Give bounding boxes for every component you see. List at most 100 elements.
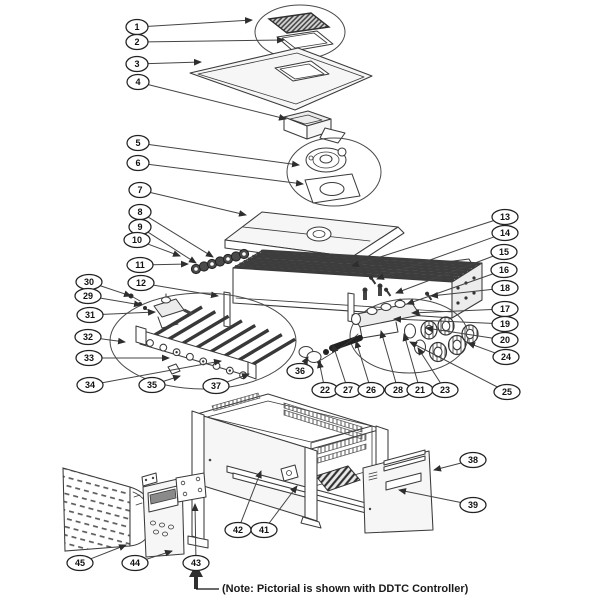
callout-number-20: 20 [500, 335, 510, 345]
leader-line-42 [240, 470, 262, 523]
note-callout: (Note: Pictorial is shown with DDTC Cont… [189, 564, 469, 595]
callout-number-23: 23 [440, 385, 450, 395]
callout-number-41: 41 [259, 525, 269, 535]
callout-number-26: 26 [366, 385, 376, 395]
vent-collar [283, 110, 346, 144]
note-prefix: (Note: [222, 583, 254, 595]
callout-number-14: 14 [500, 228, 510, 238]
callout-number-24: 24 [501, 352, 511, 362]
lid-opening [274, 60, 330, 82]
leader-line-11 [152, 260, 189, 268]
callout-11: 11 [126, 256, 154, 274]
callout-number-30: 30 [84, 277, 94, 287]
callout-number-9: 9 [137, 222, 142, 232]
leader-line-12 [153, 284, 219, 299]
interior-bracket [280, 464, 299, 482]
callout-13: 13 [491, 208, 519, 226]
leader-line-27 [331, 344, 347, 383]
leader-line-10 [147, 243, 181, 257]
callout-27: 27 [334, 381, 362, 399]
leader-line-32 [100, 337, 126, 345]
callout-32: 32 [74, 328, 102, 346]
leader-line-3 [147, 58, 202, 66]
corner-post-front [304, 446, 318, 522]
grille-frame [276, 30, 334, 52]
callout-number-43: 43 [191, 558, 201, 568]
callout-18: 18 [491, 279, 519, 297]
controller-door [141, 472, 185, 558]
grille-insert [267, 12, 331, 34]
leader-line-13 [351, 220, 494, 268]
callout-33: 33 [75, 349, 103, 367]
callout-number-2: 2 [134, 37, 139, 47]
callout-number-5: 5 [135, 138, 140, 148]
leader-line-41 [268, 485, 298, 524]
leader-line-20 [425, 325, 493, 339]
orifice-row [190, 248, 250, 275]
callout-38: 38 [459, 451, 487, 469]
callout-number-12: 12 [136, 278, 146, 288]
leader-line-35 [163, 374, 181, 382]
leader-line-29 [100, 297, 142, 308]
callout-8: 8 [128, 203, 152, 221]
leader-line-26 [354, 340, 370, 383]
callout-34: 34 [76, 376, 104, 394]
part-35 [167, 363, 181, 375]
note-rest: Pictorial is shown with DDTC Controller) [254, 583, 469, 595]
callouts: 1234567891011121314151618171920242530293… [66, 18, 521, 572]
callout-number-31: 31 [85, 310, 95, 320]
callout-number-7: 7 [137, 185, 142, 195]
callout-number-8: 8 [137, 207, 142, 217]
callout-12: 12 [127, 274, 155, 292]
callout-number-29: 29 [83, 291, 93, 301]
callout-4: 4 [126, 73, 150, 91]
callout-19: 19 [491, 315, 519, 333]
union-nut [428, 341, 448, 363]
burner-tray-detail [109, 292, 297, 390]
leader-line-15 [395, 255, 494, 294]
callout-number-34: 34 [85, 380, 95, 390]
callout-44: 44 [121, 554, 149, 572]
callout-39: 39 [459, 496, 487, 514]
callout-17: 17 [491, 300, 519, 318]
callout-25: 25 [493, 383, 521, 401]
callout-number-33: 33 [84, 353, 94, 363]
callout-3: 3 [125, 55, 149, 73]
leader-line-22 [317, 360, 324, 383]
burner-opening [315, 465, 361, 492]
grommet [298, 345, 322, 364]
callout-number-18: 18 [500, 283, 510, 293]
leader-line-43 [191, 503, 199, 556]
leader-line-44 [146, 549, 173, 560]
o-ring [403, 323, 417, 339]
callout-number-13: 13 [500, 212, 510, 222]
union-nut [420, 320, 438, 340]
callout-22: 22 [311, 381, 339, 399]
louvered-panel [62, 467, 155, 552]
callout-number-42: 42 [233, 525, 243, 535]
callout-2: 2 [125, 33, 149, 51]
callout-7: 7 [128, 181, 152, 199]
leader-line-4 [148, 84, 287, 121]
callout-number-44: 44 [130, 558, 140, 568]
callout-23: 23 [431, 381, 459, 399]
callout-number-45: 45 [75, 558, 85, 568]
leader-line-45 [90, 544, 127, 560]
callout-10: 10 [123, 231, 151, 249]
callout-42: 42 [224, 521, 252, 539]
leader-line-18 [430, 288, 493, 299]
callout-9: 9 [128, 218, 152, 236]
rail-bracket [135, 325, 147, 346]
leader-line-37 [226, 373, 250, 383]
leader-line-7 [150, 191, 247, 217]
callout-number-35: 35 [147, 380, 157, 390]
leader-line-1 [147, 17, 253, 27]
callout-number-28: 28 [393, 385, 403, 395]
callout-43: 43 [182, 554, 210, 572]
callout-number-10: 10 [132, 235, 142, 245]
callout-5: 5 [126, 134, 150, 152]
leader-line-36 [301, 356, 309, 365]
leader-line-9 [147, 231, 197, 264]
callout-number-22: 22 [320, 385, 330, 395]
